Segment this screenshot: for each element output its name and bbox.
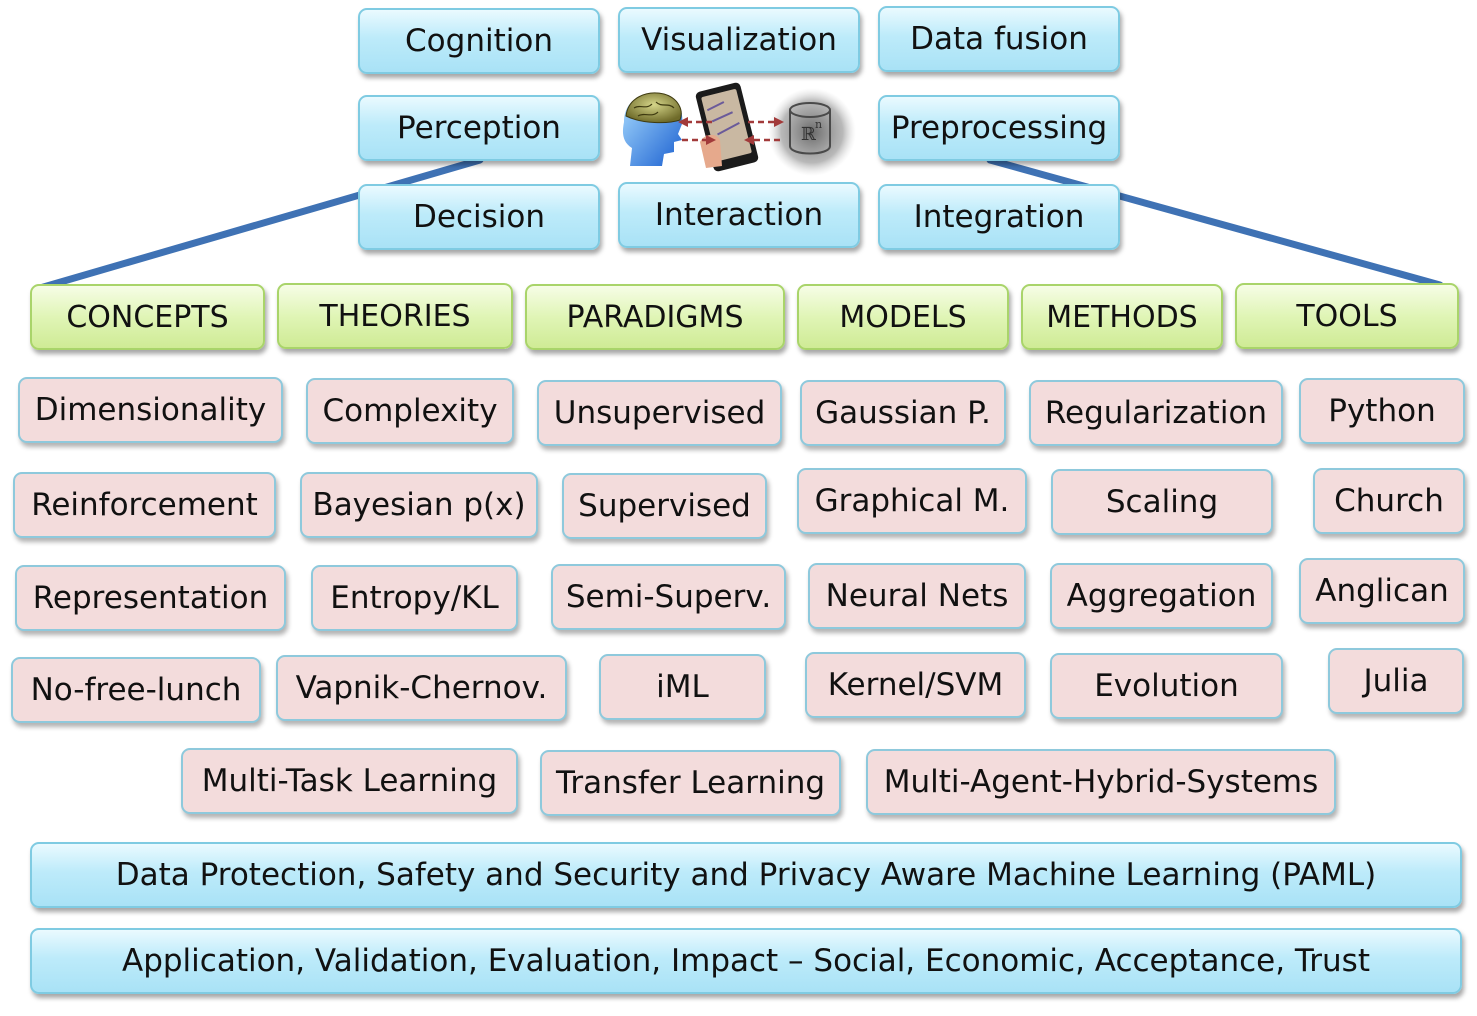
category-paradigms-label: PARADIGMS [566,299,744,335]
category-concepts: CONCEPTS [30,284,265,350]
model-item-label: Graphical M. [814,483,1010,519]
concept-item: Representation [15,565,286,631]
tool-item-label: Julia [1363,663,1429,699]
head-brain-icon [622,92,683,166]
category-models-label: MODELS [839,299,967,335]
tool-item: Church [1313,468,1465,534]
category-paradigms: PARADIGMS [525,284,785,350]
theory-item-label: Vapnik-Chernov. [295,670,548,706]
method-item-label: Aggregation [1066,578,1257,614]
visualization-box: Visualization [618,7,860,73]
real-space-symbol: ℝ [801,124,817,145]
concept-item-label: No-free-lunch [30,672,242,708]
category-tools-label: TOOLS [1296,298,1398,334]
theory-item-label: Bayesian p(x) [312,487,526,523]
category-tools: TOOLS [1235,283,1459,349]
method-item: Aggregation [1050,563,1273,629]
application-label: Application, Validation, Evaluation, Imp… [122,943,1370,979]
data-fusion-box: Data fusion [878,6,1120,72]
theory-item: Complexity [306,378,514,444]
concept-item: Reinforcement [13,472,276,538]
category-concepts-label: CONCEPTS [66,299,229,335]
cognition-label: Cognition [405,23,553,59]
interaction-box: Interaction [618,182,860,248]
multi-agent-hybrid-systems-box: Multi-Agent-Hybrid-Systems [866,749,1336,815]
model-item: Gaussian P. [800,380,1006,446]
theory-item: Entropy/KL [311,565,518,631]
paradigm-item-label: Semi-Superv. [565,579,772,615]
model-item-label: Neural Nets [825,578,1009,614]
tool-item: Python [1299,378,1465,444]
tablet-hand-icon [695,82,759,172]
perception-box: Perception [358,95,600,161]
paradigm-item-label: Supervised [578,488,751,524]
category-methods-label: METHODS [1046,299,1198,335]
category-methods: METHODS [1021,284,1223,350]
theory-item-label: Entropy/KL [330,580,499,616]
method-item: Scaling [1051,469,1273,535]
concept-item-label: Reinforcement [31,487,258,523]
paradigm-item: Unsupervised [537,380,782,446]
data-cloud-icon: ℝ n [768,88,856,176]
concept-item: No-free-lunch [11,657,261,723]
method-item: Regularization [1029,380,1283,446]
paradigm-item-label: iML [656,669,709,705]
method-item: Evolution [1050,653,1283,719]
model-item: Kernel/SVM [805,652,1026,718]
model-item-label: Gaussian P. [815,395,991,431]
preprocessing-box: Preprocessing [878,95,1120,161]
application-bar: Application, Validation, Evaluation, Imp… [30,928,1462,994]
paradigm-item-label: Unsupervised [553,395,766,431]
model-item: Neural Nets [808,563,1026,629]
preprocessing-label: Preprocessing [890,110,1108,146]
connector-line-left [36,156,484,292]
paml-label: Data Protection, Safety and Security and… [115,857,1377,893]
transfer-learning-box: Transfer Learning [540,750,841,816]
theory-item: Bayesian p(x) [300,472,538,538]
integration-box: Integration [878,184,1120,250]
arrow-heads [678,117,784,145]
tool-item-label: Anglican [1315,573,1449,609]
method-item-label: Evolution [1094,668,1239,704]
visualization-label: Visualization [641,22,837,58]
theory-item-label: Complexity [322,393,498,429]
perception-label: Perception [397,110,561,146]
concept-item: Dimensionality [18,377,283,443]
concept-item-label: Dimensionality [34,392,267,428]
method-item-label: Scaling [1105,484,1219,520]
category-theories: THEORIES [277,283,513,349]
paradigm-item: iML [599,654,766,720]
tool-item: Julia [1328,648,1464,714]
decision-box: Decision [358,184,600,250]
model-item-label: Kernel/SVM [827,667,1004,703]
method-item-label: Regularization [1044,395,1268,431]
theory-item: Vapnik-Chernov. [276,655,567,721]
model-item: Graphical M. [797,468,1027,534]
tool-item: Anglican [1299,558,1465,624]
real-space-exponent: n [815,118,822,131]
decision-label: Decision [413,199,545,235]
multi-agent-hybrid-systems-label: Multi-Agent-Hybrid-Systems [883,764,1319,800]
category-theories-label: THEORIES [319,298,471,334]
multi-task-learning-label: Multi-Task Learning [201,763,498,799]
human-computer-data-illustration: ℝ n [622,82,856,176]
integration-label: Integration [913,199,1085,235]
transfer-learning-label: Transfer Learning [555,765,826,801]
concept-item-label: Representation [32,580,269,616]
data-fusion-label: Data fusion [910,21,1088,57]
tool-item-label: Church [1334,483,1444,519]
interaction-label: Interaction [654,197,824,233]
tool-item-label: Python [1328,393,1436,429]
paml-bar: Data Protection, Safety and Security and… [30,842,1462,908]
cognition-box: Cognition [358,8,600,74]
connector-line-right [986,156,1444,289]
category-models: MODELS [797,284,1009,350]
paradigm-item: Supervised [562,473,767,539]
paradigm-item: Semi-Superv. [551,564,786,630]
multi-task-learning-box: Multi-Task Learning [181,748,518,814]
